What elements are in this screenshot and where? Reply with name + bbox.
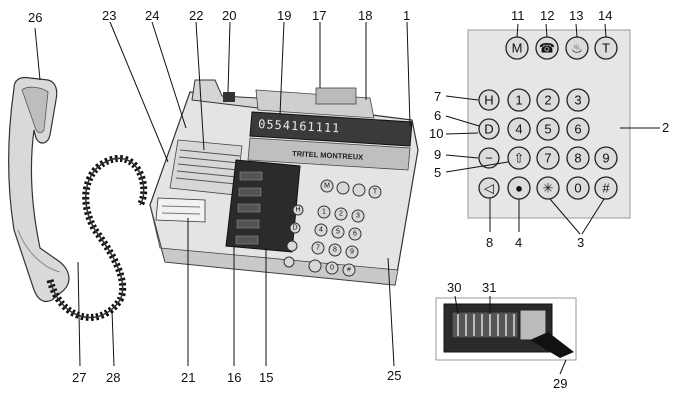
svg-text:D: D bbox=[292, 225, 297, 232]
svg-text:9: 9 bbox=[350, 249, 354, 256]
callout-4: 4 bbox=[515, 235, 522, 250]
key-2-label: 2 bbox=[544, 93, 551, 108]
key-t-label: T bbox=[602, 41, 610, 56]
key-1-label: 1 bbox=[515, 93, 522, 108]
key-minus[interactable] bbox=[478, 147, 500, 169]
handset bbox=[8, 76, 70, 303]
key-3-label: 3 bbox=[574, 93, 581, 108]
callout-16: 16 bbox=[227, 370, 241, 385]
callout-17: 17 bbox=[312, 8, 326, 23]
callout-6: 6 bbox=[434, 108, 441, 123]
connector-detail bbox=[435, 297, 577, 361]
key-5[interactable] bbox=[536, 117, 560, 141]
key-9[interactable] bbox=[594, 146, 618, 170]
key-0-label: 0 bbox=[574, 181, 581, 196]
callout-7: 7 bbox=[434, 89, 441, 104]
callout-23: 23 bbox=[102, 8, 116, 23]
keypad-detail: M ☎ ♨ T H 1 2 3 D 4 5 6 − ⇧ 7 8 bbox=[467, 29, 631, 219]
callout-3: 3 bbox=[577, 235, 584, 250]
svg-text:H: H bbox=[295, 207, 300, 214]
svg-text:4: 4 bbox=[319, 227, 323, 234]
key-star-label: ✳ bbox=[543, 181, 554, 196]
key-speaker[interactable] bbox=[478, 177, 500, 199]
svg-text:8: 8 bbox=[333, 247, 337, 254]
key-8[interactable] bbox=[566, 146, 590, 170]
base-unit: 0554161111 TRITEL MONTREUX bbox=[149, 79, 419, 286]
svg-text:5: 5 bbox=[336, 229, 340, 236]
callout-30: 30 bbox=[447, 280, 461, 295]
key-4[interactable] bbox=[507, 117, 531, 141]
key-record-label: ● bbox=[515, 181, 523, 196]
callout-11: 11 bbox=[511, 8, 525, 23]
key-4-label: 4 bbox=[515, 122, 522, 137]
key-hash-label: # bbox=[602, 181, 610, 196]
key-3[interactable] bbox=[566, 88, 590, 112]
callout-2: 2 bbox=[662, 120, 669, 135]
svg-text:T: T bbox=[373, 189, 378, 196]
key-h-label: H bbox=[484, 93, 493, 108]
key-2[interactable] bbox=[536, 88, 560, 112]
callout-31: 31 bbox=[482, 280, 496, 295]
callout-19: 19 bbox=[277, 8, 291, 23]
key-0[interactable] bbox=[566, 176, 590, 200]
callout-25: 25 bbox=[387, 368, 401, 383]
display-number: 0554161111 bbox=[258, 117, 341, 135]
svg-text:7: 7 bbox=[316, 245, 320, 252]
leader-lines bbox=[34, 21, 660, 375]
key-shift[interactable] bbox=[507, 146, 531, 170]
key-h[interactable] bbox=[478, 89, 500, 111]
key-d-label: D bbox=[484, 122, 493, 137]
svg-text:M: M bbox=[324, 183, 330, 190]
callout-8: 8 bbox=[486, 235, 493, 250]
callout-5: 5 bbox=[434, 165, 441, 180]
callout-21: 21 bbox=[181, 370, 195, 385]
key-7[interactable] bbox=[536, 146, 560, 170]
callout-1: 1 bbox=[403, 8, 410, 23]
svg-text:0: 0 bbox=[330, 265, 334, 272]
coiled-cord bbox=[46, 154, 148, 321]
callout-24: 24 bbox=[145, 8, 159, 23]
callout-13: 13 bbox=[569, 8, 583, 23]
callout-29: 29 bbox=[553, 376, 567, 391]
speaker-grille bbox=[169, 139, 243, 196]
callout-26: 26 bbox=[28, 10, 42, 25]
svg-text:3: 3 bbox=[356, 213, 360, 220]
key-m-label: M bbox=[512, 41, 523, 56]
svg-text:6: 6 bbox=[353, 231, 357, 238]
key-9-label: 9 bbox=[602, 151, 609, 166]
callout-27: 27 bbox=[72, 370, 86, 385]
callout-12: 12 bbox=[540, 8, 554, 23]
key-6-label: 6 bbox=[574, 122, 581, 137]
key-7-label: 7 bbox=[544, 151, 551, 166]
key-5-label: 5 bbox=[544, 122, 551, 137]
callout-20: 20 bbox=[222, 8, 236, 23]
key-speaker-label: ◁ bbox=[484, 181, 494, 196]
key-d[interactable] bbox=[478, 118, 500, 140]
callout-18: 18 bbox=[358, 8, 372, 23]
key-6[interactable] bbox=[566, 117, 590, 141]
callout-14: 14 bbox=[598, 8, 612, 23]
key-star[interactable] bbox=[536, 176, 560, 200]
svg-text:1: 1 bbox=[322, 209, 326, 216]
svg-text:#: # bbox=[347, 267, 351, 274]
callout-15: 15 bbox=[259, 370, 273, 385]
svg-text:2: 2 bbox=[339, 211, 343, 218]
callout-22: 22 bbox=[189, 8, 203, 23]
base-keypad: M T H 1 2 3 D 4 5 6 7 8 9 0 # bbox=[283, 179, 382, 277]
key-handset-label: ☎ bbox=[539, 41, 555, 56]
memory-card bbox=[155, 197, 206, 223]
callout-28: 28 bbox=[106, 370, 120, 385]
callout-numbers: 26 23 24 22 20 19 17 18 1 11 12 13 14 7 … bbox=[28, 8, 669, 391]
key-minus-label: − bbox=[485, 151, 493, 166]
key-1[interactable] bbox=[507, 88, 531, 112]
key-shift-label: ⇧ bbox=[514, 151, 525, 166]
callout-9: 9 bbox=[434, 147, 441, 162]
key-thermo-label: ♨ bbox=[571, 41, 583, 56]
brand-label: TRITEL MONTREUX bbox=[292, 149, 363, 162]
key-8-label: 8 bbox=[574, 151, 581, 166]
key-hash[interactable] bbox=[594, 176, 618, 200]
callout-10: 10 bbox=[429, 126, 443, 141]
